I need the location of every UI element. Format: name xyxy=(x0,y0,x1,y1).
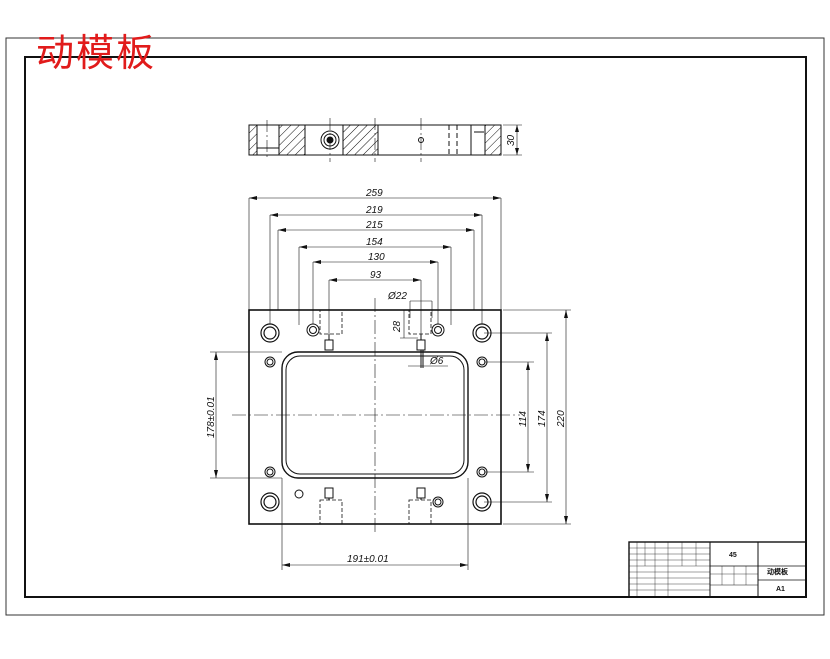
drawing-title: 动模板 xyxy=(36,31,157,75)
title-block xyxy=(628,541,807,598)
dim-93: 93 xyxy=(370,270,382,281)
dim-phi6: Ø6 xyxy=(429,356,444,367)
dim-114: 114 xyxy=(518,411,529,427)
dim-28: 28 xyxy=(392,320,403,333)
dim-219: 219 xyxy=(365,205,383,216)
outer-border xyxy=(5,37,825,616)
arrowheads xyxy=(214,125,568,567)
tb-part-name: 动模板 xyxy=(767,567,789,576)
dim-259: 259 xyxy=(365,188,383,199)
dim-191: 191±0.01 xyxy=(347,554,389,565)
plan-view xyxy=(210,125,571,570)
pockets xyxy=(319,309,432,525)
tb-material: 45 xyxy=(729,552,737,559)
inner-border xyxy=(24,56,807,598)
dim-215: 215 xyxy=(365,220,383,231)
dim-phi22: Ø22 xyxy=(387,291,407,302)
dim-178: 178±0.01 xyxy=(206,396,217,438)
dim-thickness: 30 xyxy=(506,134,517,146)
dimension-lines xyxy=(210,197,571,570)
pins xyxy=(324,334,426,500)
dim-220: 220 xyxy=(556,410,567,428)
dim-154: 154 xyxy=(366,237,383,248)
section-view xyxy=(248,118,522,162)
dim-130: 130 xyxy=(368,252,385,263)
dim-174: 174 xyxy=(537,410,548,427)
tb-sheet-size: A1 xyxy=(776,586,785,593)
